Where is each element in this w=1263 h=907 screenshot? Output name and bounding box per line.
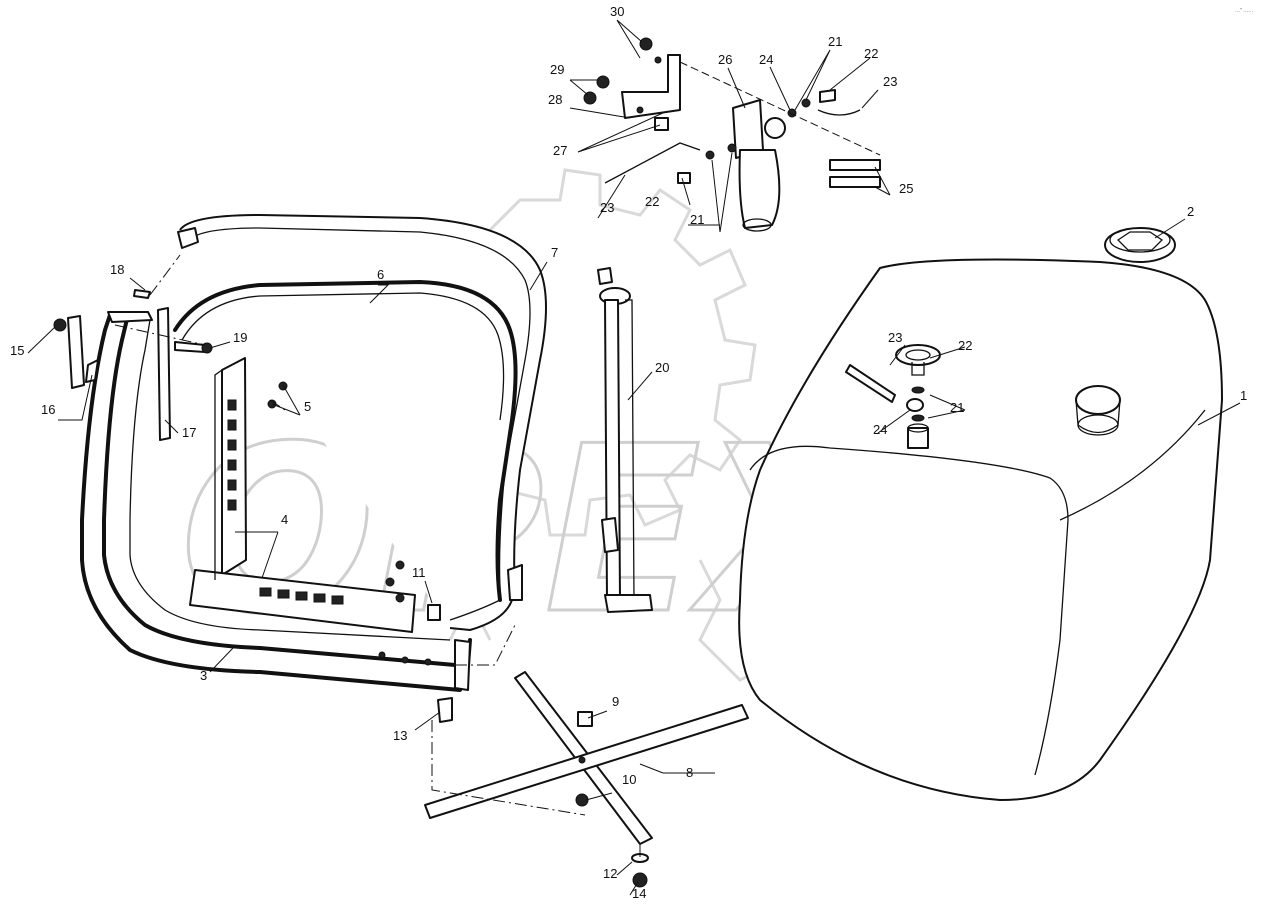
label-19: 19 [233,330,247,345]
label-17: 17 [182,425,196,440]
label-6: 6 [377,267,384,282]
label-5: 5 [304,399,311,414]
label-22a: 22 [645,194,659,209]
support-plate-slots [227,399,405,605]
inner-strap [173,280,523,602]
label-23c: 23 [888,330,902,345]
label-23b: 23 [883,74,897,89]
callout-numbers: 1 2 3 4 5 6 7 8 9 10 11 12 13 14 15 16 1… [10,4,1247,901]
label-7: 7 [551,245,558,260]
leader-lines [27,19,1241,896]
label-14: 14 [632,886,646,901]
label-10: 10 [622,772,636,787]
bracket-holes [378,651,432,666]
label-29: 29 [550,62,564,77]
label-4: 4 [281,512,288,527]
tank-top-fittings [845,344,941,449]
label-11: 11 [412,565,426,580]
fuel-tank [738,258,1223,801]
support-plate [189,357,416,633]
label-26: 26 [718,52,732,67]
fuel-level-sender [597,267,653,613]
label-20: 20 [655,360,669,375]
label-24a: 24 [759,52,773,67]
bolt-and-nut-11-13 [385,560,453,723]
label-16: 16 [41,402,55,417]
label-24b: 24 [873,422,887,437]
label-3: 3 [200,668,207,683]
label-12: 12 [603,866,617,881]
label-30: 30 [610,4,624,19]
label-8: 8 [686,765,693,780]
label-28: 28 [548,92,562,107]
label-9: 9 [612,694,619,709]
corner-mark: …″ …… [1235,8,1253,14]
label-23a: 23 [600,200,614,215]
label-21c: 21 [950,400,964,415]
left-small-parts [53,289,288,441]
label-1: 1 [1240,388,1247,403]
label-25: 25 [899,181,913,196]
label-15: 15 [10,343,24,358]
cross-straps [424,671,749,888]
fuel-filter-assembly [583,37,881,232]
label-13: 13 [393,728,407,743]
assembly-lines [114,254,641,860]
label-21a: 21 [690,212,704,227]
label-22b: 22 [864,46,878,61]
outer-strap [177,214,547,631]
label-2: 2 [1187,204,1194,219]
label-22c: 22 [958,338,972,353]
label-18: 18 [110,262,124,277]
label-27: 27 [553,143,567,158]
filler-cap [1104,227,1176,263]
label-21b: 21 [828,34,842,49]
